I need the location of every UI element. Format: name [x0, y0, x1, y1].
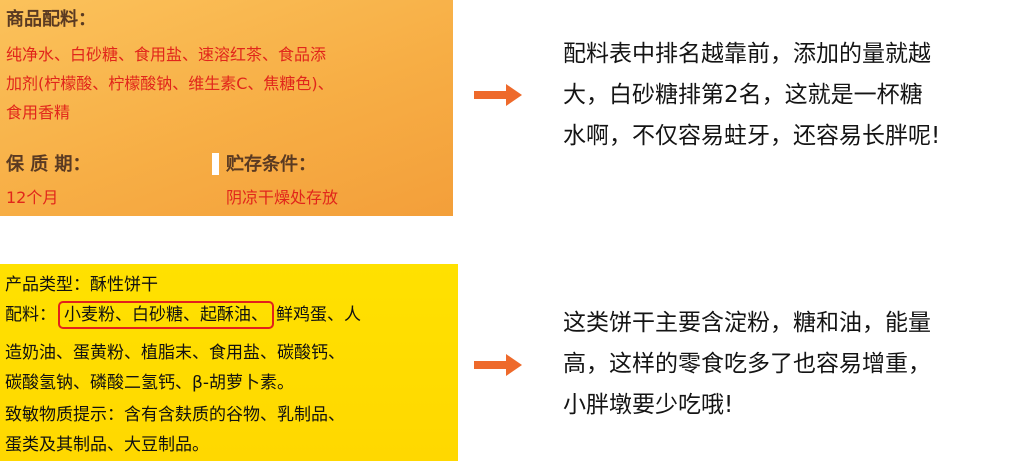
note-line: 配料表中排名越靠前，添加的量就越	[563, 41, 931, 67]
allergen-line: 致敏物质提示：含有含麸质的谷物、乳制品、	[5, 405, 345, 425]
tea-label-explanation: 配料表中排名越靠前，添加的量就越 大，白砂糖排第2名，这就是一杯糖 水啊，不仅容…	[563, 34, 1023, 157]
shelf-life-value: 12个月	[6, 188, 59, 207]
ingredients-line: 碳酸氢钠、磷酸二氢钙、β-胡萝卜素。	[5, 373, 294, 393]
biscuit-ingredient-label-photo: 产品类型：酥性饼干 配料：小麦粉、白砂糖、起酥油、鲜鸡蛋、人 造奶油、蛋黄粉、植…	[0, 264, 458, 461]
note-line: 高，这样的零食吃多了也容易增重，	[563, 351, 931, 377]
ingredients-heading: 商品配料：	[6, 9, 96, 30]
product-type-line: 产品类型：酥性饼干	[5, 275, 158, 295]
note-line: 小胖墩要少吃哦!	[563, 392, 734, 418]
storage-heading: 贮存条件：	[226, 154, 316, 175]
biscuit-label-explanation: 这类饼干主要含淀粉，糖和油，能量 高，这样的零食吃多了也容易增重， 小胖墩要少吃…	[563, 303, 1023, 426]
label-divider-mark	[212, 153, 219, 175]
note-line: 这类饼干主要含淀粉，糖和油，能量	[563, 310, 931, 336]
ingredients-rest: 鲜鸡蛋、人	[276, 305, 361, 325]
right-arrow-icon	[474, 84, 522, 106]
ingredients-first-line: 配料：小麦粉、白砂糖、起酥油、鲜鸡蛋、人	[5, 300, 361, 329]
storage-value: 阴凉干燥处存放	[226, 188, 339, 207]
ingredients-line-3: 食用香精	[6, 103, 71, 122]
note-line: 水啊，不仅容易蛀牙，还容易长胖呢!	[563, 123, 941, 149]
tea-ingredient-label-photo: 商品配料： 纯净水、白砂糖、食用盐、速溶红茶、食品添 加剂(柠檬酸、柠檬酸钠、维…	[0, 0, 453, 216]
ingredients-line-2: 加剂(柠檬酸、柠檬酸钠、维生素C、焦糖色)、	[6, 74, 334, 93]
ingredients-prefix: 配料：	[5, 305, 56, 325]
note-line: 大，白砂糖排第2名，这就是一杯糖	[563, 82, 923, 108]
right-arrow-icon	[474, 354, 522, 376]
ingredients-line-1: 纯净水、白砂糖、食用盐、速溶红茶、食品添	[6, 45, 327, 64]
shelf-life-heading: 保 质 期：	[6, 154, 91, 175]
ingredients-line: 造奶油、蛋黄粉、植脂末、食用盐、碳酸钙、	[5, 343, 345, 363]
highlighted-ingredients-box: 小麦粉、白砂糖、起酥油、	[58, 301, 274, 329]
allergen-line: 蛋类及其制品、大豆制品。	[5, 435, 209, 455]
